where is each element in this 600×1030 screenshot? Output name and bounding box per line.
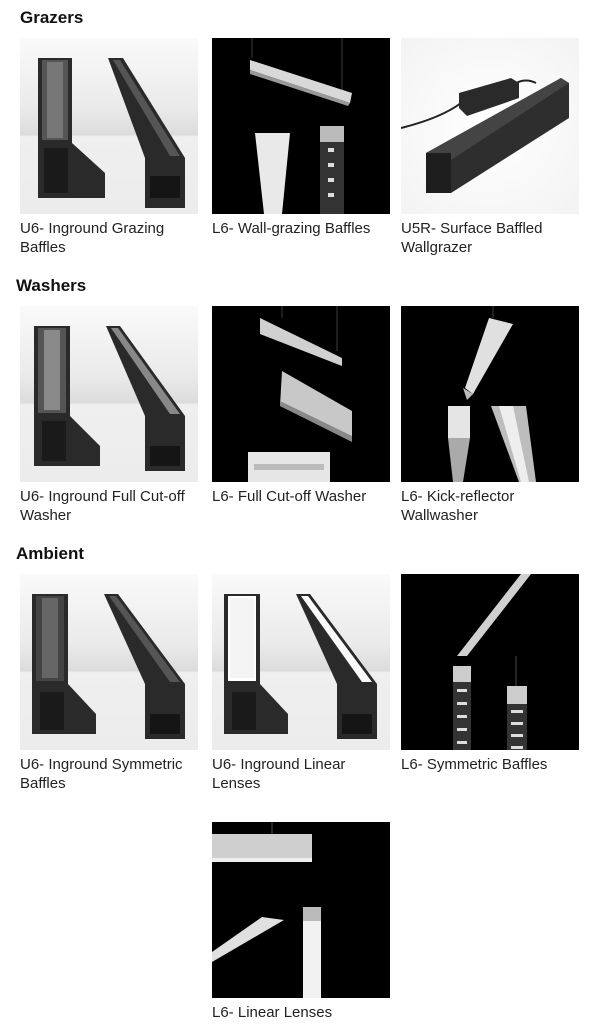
product-caption[interactable]: U5R- Surface Baffled Wallgrazer	[401, 220, 543, 256]
product-card-l6-symmetric-baffles[interactable]: L6- Symmetric Baffles	[401, 574, 579, 774]
product-caption[interactable]: L6- Full Cut-off Washer	[212, 488, 367, 505]
product-image[interactable]	[401, 38, 579, 214]
product-image[interactable]	[401, 306, 579, 482]
section-heading-washers: Washers	[16, 276, 87, 295]
product-caption[interactable]: L6- Symmetric Baffles	[401, 756, 548, 773]
product-caption[interactable]: L6- Linear Lenses	[212, 1004, 333, 1021]
product-image[interactable]	[20, 574, 198, 750]
product-caption[interactable]: U6- Inground Linear Lenses	[212, 756, 346, 792]
product-card-u6-inground-linear-lenses[interactable]: U6- Inground Linear Lenses	[212, 574, 390, 793]
product-image[interactable]	[212, 306, 390, 482]
product-image[interactable]	[212, 822, 390, 998]
product-caption[interactable]: U6- Inground Grazing Baffles	[20, 220, 165, 256]
product-image[interactable]	[20, 38, 198, 214]
product-caption[interactable]: L6- Kick-reflector Wallwasher	[401, 488, 515, 524]
product-card-u5r-surface-baffled-wallgrazer[interactable]: U5R- Surface Baffled Wallgrazer	[401, 38, 579, 257]
product-image[interactable]	[20, 306, 198, 482]
product-card-u6-inground-symmetric-baffles[interactable]: U6- Inground Symmetric Baffles	[20, 574, 198, 793]
product-caption[interactable]: U6- Inground Symmetric Baffles	[20, 756, 183, 792]
product-card-l6-wall-grazing-baffles[interactable]: L6- Wall-grazing Baffles	[212, 38, 390, 238]
product-image[interactable]	[212, 38, 390, 214]
product-image[interactable]	[212, 574, 390, 750]
product-card-l6-kick-reflector-wallwasher[interactable]: L6- Kick-reflector Wallwasher	[401, 306, 579, 525]
section-heading-ambient: Ambient	[16, 544, 84, 563]
product-image[interactable]	[401, 574, 579, 750]
product-caption[interactable]: L6- Wall-grazing Baffles	[212, 220, 371, 237]
product-card-u6-inground-full-cutoff-washer[interactable]: U6- Inground Full Cut-off Washer	[20, 306, 198, 525]
section-heading-grazers: Grazers	[20, 8, 84, 27]
product-card-l6-linear-lenses[interactable]: L6- Linear Lenses	[212, 822, 390, 1022]
product-card-l6-full-cutoff-washer[interactable]: L6- Full Cut-off Washer	[212, 306, 390, 506]
product-caption[interactable]: U6- Inground Full Cut-off Washer	[20, 488, 185, 524]
product-card-u6-inground-grazing-baffles[interactable]: U6- Inground Grazing Baffles	[20, 38, 198, 257]
